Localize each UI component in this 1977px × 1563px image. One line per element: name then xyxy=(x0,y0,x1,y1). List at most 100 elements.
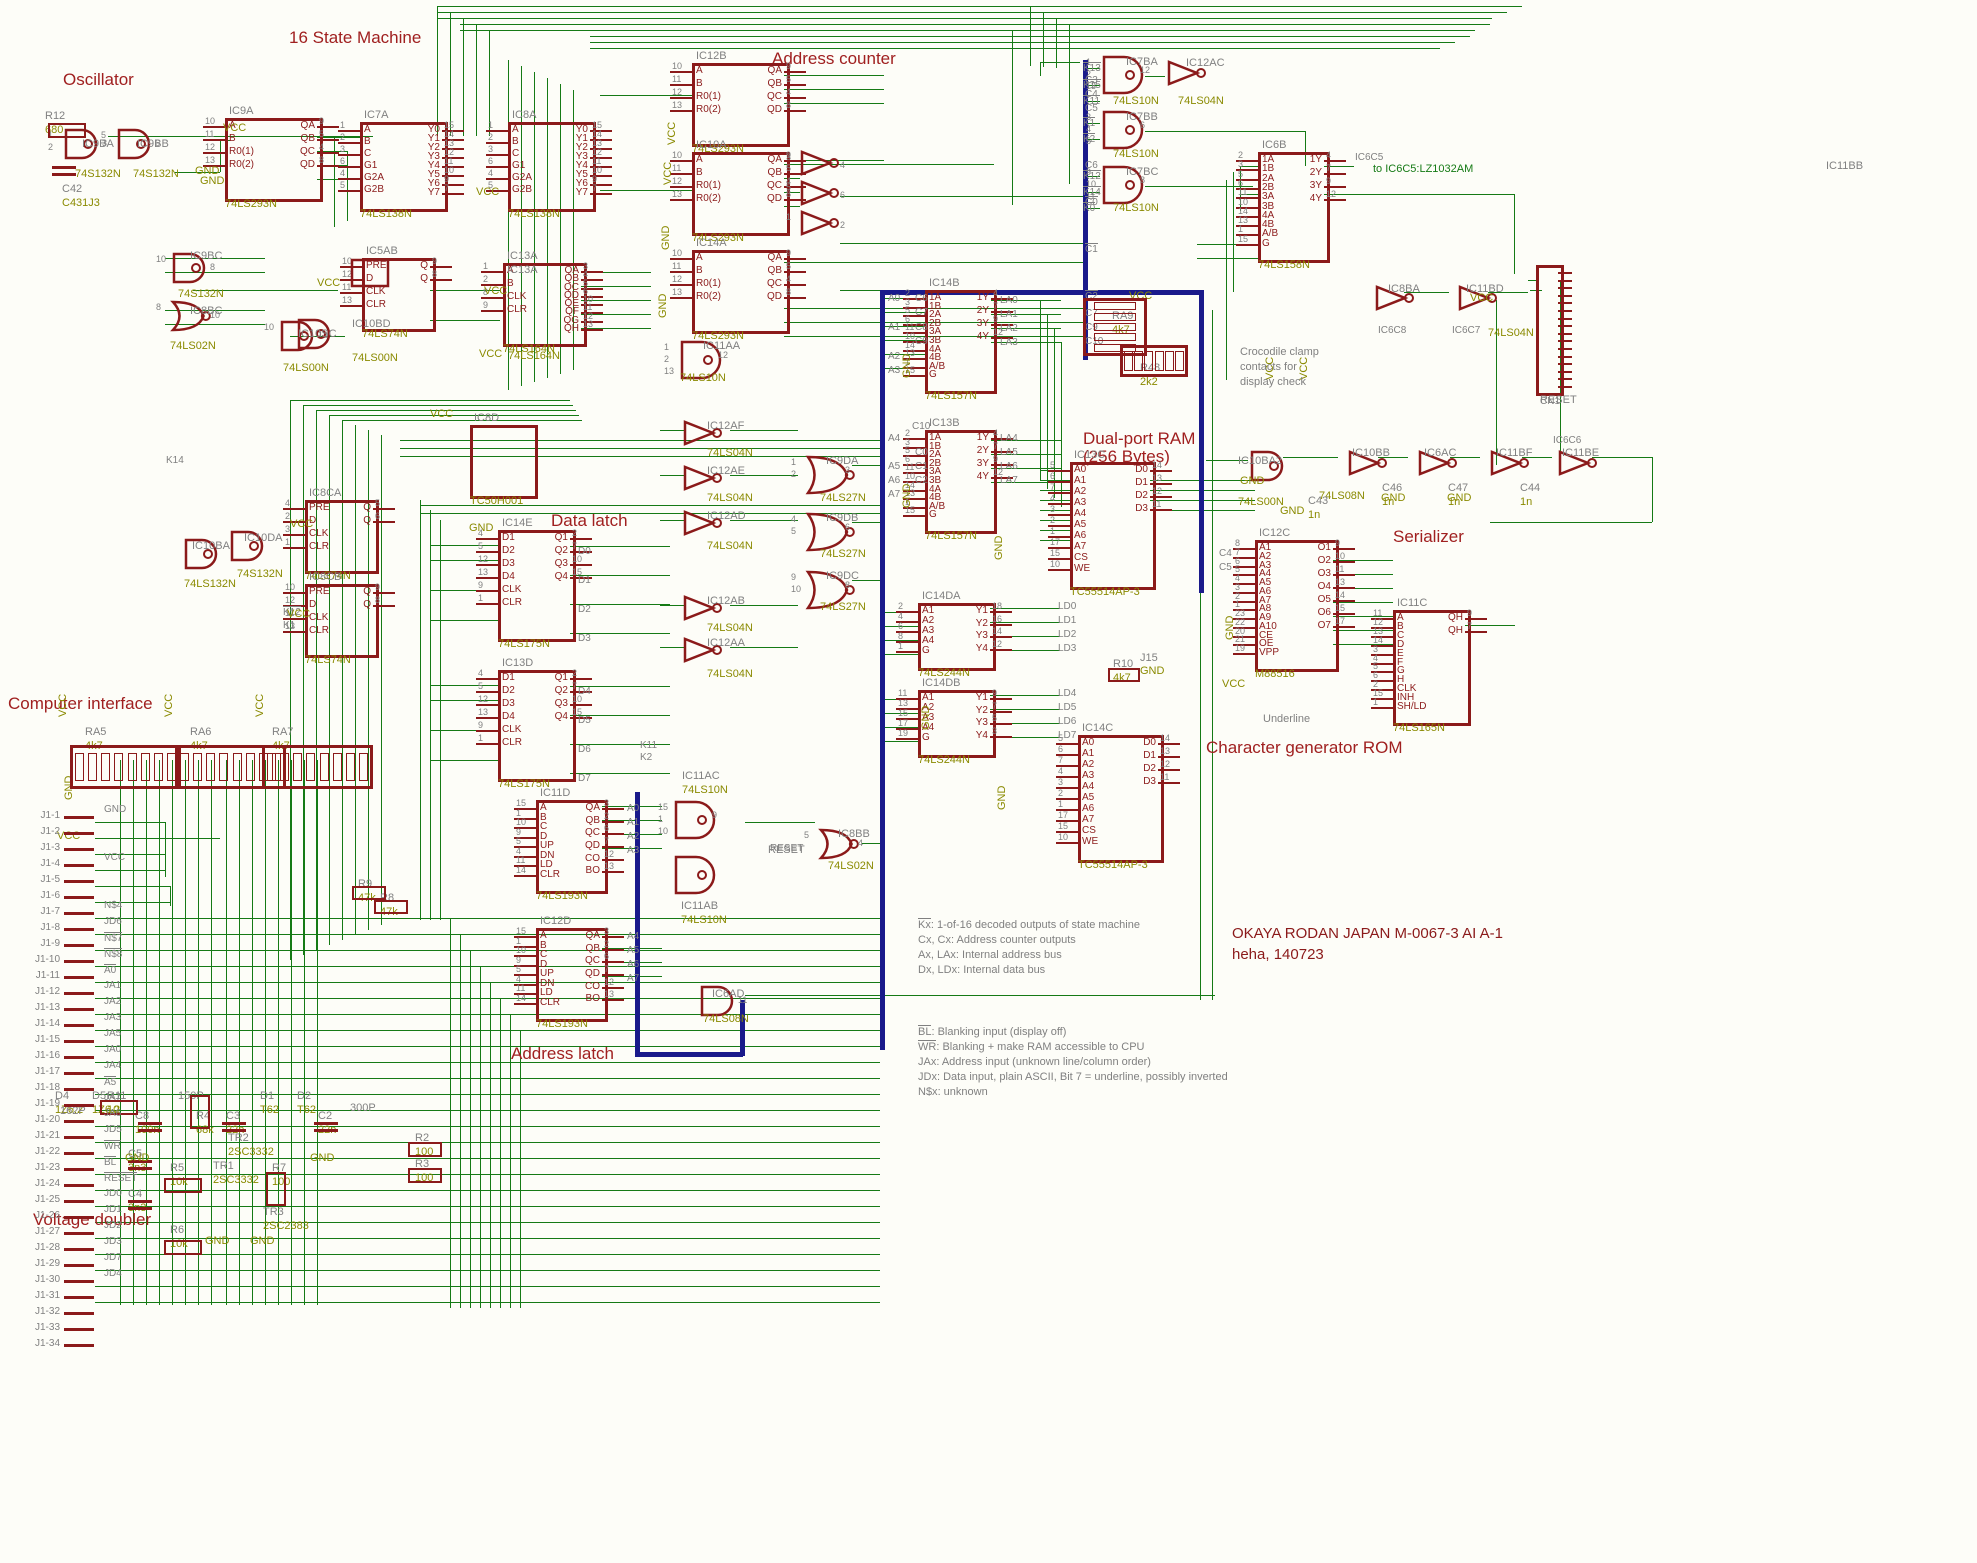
ic-pin-wire xyxy=(283,592,305,594)
ic-pin-wire xyxy=(903,481,925,483)
ic-pin-name: 2B xyxy=(929,457,942,469)
ic-pin-wire xyxy=(903,489,925,492)
ic-pin-name: QA xyxy=(300,120,315,131)
ic-pin-number: 5 xyxy=(340,180,346,190)
ic-ref-ic11c: IC11C xyxy=(1397,597,1428,609)
ic-pin-wire xyxy=(476,730,498,732)
cn1-pin xyxy=(1558,386,1572,388)
ic-pin-number: 4 xyxy=(319,142,325,152)
ic-pin-number: 19 xyxy=(898,728,909,738)
gate-ref-ic11bf: IC11BF xyxy=(1496,447,1533,459)
cn1-pin xyxy=(1558,325,1572,328)
ic-pin-name: A6 xyxy=(1082,803,1095,814)
ic-pin-number: 17 xyxy=(1335,616,1346,626)
gate-pin-number: 13 xyxy=(1086,81,1097,91)
j1-pin-label-j1-22: J1-22 xyxy=(34,1146,60,1157)
ic-pin-name: CLR xyxy=(366,299,387,310)
ic-pin-wire xyxy=(283,521,305,523)
j1-pin-label-j1-14: J1-14 xyxy=(34,1018,60,1029)
ic-pin-name: 3Y xyxy=(976,458,989,469)
ic-pin-name: 1Y xyxy=(1309,154,1322,165)
net-label-ld7: LD7 xyxy=(1058,730,1077,741)
ic-pin-number: 12 xyxy=(444,147,455,157)
ic-pin-name: A3 xyxy=(1074,497,1087,508)
gate-part-ic9db: 74LS27N xyxy=(820,548,866,560)
ic-pin-number: 5 xyxy=(786,163,792,173)
j1-net-label-jd5: JD5 xyxy=(104,1124,122,1135)
gate-ref-ic10ba2: IC10BA2 xyxy=(1238,455,1283,467)
ic-pin-name: G2A xyxy=(364,172,385,183)
net-label-d2: D2 xyxy=(578,604,591,615)
resistor-body xyxy=(1108,668,1140,682)
ic-pin-wire xyxy=(283,508,305,510)
ic-pin-number: 6 xyxy=(340,156,346,166)
ic-pin-name: Y5 xyxy=(427,169,440,180)
component-value-tr2: 2SC3332 xyxy=(228,1146,274,1158)
gate-ref-ic12aa: IC12AA xyxy=(707,637,745,649)
component-value-c44: 1n xyxy=(1520,496,1533,508)
component-ref-c3: C3 xyxy=(226,1110,241,1122)
j1-net-label-n-7: N$7 xyxy=(104,932,123,944)
connector-cn1 xyxy=(1536,265,1564,396)
ic-pin-wire xyxy=(1048,536,1070,538)
ic-pin-name: 4B xyxy=(929,352,942,364)
gate-part-ic9da: 74LS27N xyxy=(820,492,866,504)
ic-pin-wire xyxy=(990,735,1012,738)
gate-pin-number: 10 xyxy=(1086,179,1097,189)
ic-pin-wire xyxy=(1158,769,1180,771)
ic-pin-name: 2Y xyxy=(976,445,989,456)
ic-pin-number: 5 xyxy=(516,836,522,846)
ic-pin-wire xyxy=(590,139,612,141)
j1-net-label-ja1: JA1 xyxy=(104,980,122,991)
ic-part-ic14e: 74LS175N xyxy=(498,638,550,650)
ic-pin-number: 7 xyxy=(444,183,450,193)
ic-pin-name: A xyxy=(540,802,547,813)
ic-pin-wire xyxy=(1371,680,1393,683)
j1-pin-wire xyxy=(64,880,94,883)
ic-pin-number: 1 xyxy=(1238,224,1244,235)
ic-pin-name: CO xyxy=(585,980,600,992)
ic-pin-number: 10 xyxy=(905,331,916,341)
ic-pin-number: 4 xyxy=(516,973,522,984)
ic-pin-number: 4 xyxy=(488,168,494,178)
net-label-a7: A7 xyxy=(627,973,640,984)
net-label-c1: C1 xyxy=(1085,243,1098,255)
ic-pin-number: 13 xyxy=(592,138,603,148)
gate-pin-number: 13 xyxy=(664,366,675,376)
ic-pin-wire xyxy=(514,936,536,938)
gate-part-ic7bc: 74LS10N xyxy=(1113,202,1159,214)
j1-pin-wire xyxy=(64,1328,94,1331)
ic-pin-name: Q3 xyxy=(554,698,568,709)
ic-pin-name: A xyxy=(696,154,703,165)
ic-pin-name: Y2 xyxy=(575,142,588,153)
resistor-network-ra6 xyxy=(175,745,286,789)
ic-pin-wire xyxy=(990,611,1012,613)
vcc-label: VCC xyxy=(484,285,508,297)
net-label-d0: D0 xyxy=(578,546,591,557)
ic-pin-number: 11 xyxy=(1238,187,1248,198)
ic-pin-name: Y4 xyxy=(975,729,988,741)
cn1-pin xyxy=(1558,370,1572,373)
j1-pin-label-j1-3: J1-3 xyxy=(40,842,60,853)
legend-notes: Kx: 1-of-16 decoded outputs of state mac… xyxy=(918,918,1140,978)
ic-body-ic9a xyxy=(225,118,323,202)
ic-pin-name: A7 xyxy=(1259,594,1272,606)
ic-pin-number: 13 xyxy=(905,348,916,359)
ic-pin-wire xyxy=(373,605,395,607)
ic-pin-name: 4B xyxy=(1262,219,1275,231)
ic-pin-name: CLK xyxy=(1397,683,1417,695)
ic-pin-name: QA xyxy=(767,65,782,76)
ic-pin-name: A/B xyxy=(1262,228,1279,240)
j1-pin-label-j1-12: J1-12 xyxy=(34,986,60,997)
ic-pin-wire xyxy=(1371,635,1393,638)
ic-pin-name: A5 xyxy=(1082,792,1095,803)
ic-pin-name: A4 xyxy=(1082,781,1095,792)
gate-ic9bb xyxy=(115,128,163,160)
ic-pin-name: Y4 xyxy=(427,160,440,171)
gate-pin-number: 4 xyxy=(791,514,797,524)
ic-pin-wire xyxy=(670,173,692,175)
ic-pin-number: 1 xyxy=(478,733,484,743)
ic-pin-name: QB xyxy=(767,265,782,276)
ic-pin-wire xyxy=(602,808,624,810)
gate-part-ic11aa: 74LS10N xyxy=(680,372,726,384)
